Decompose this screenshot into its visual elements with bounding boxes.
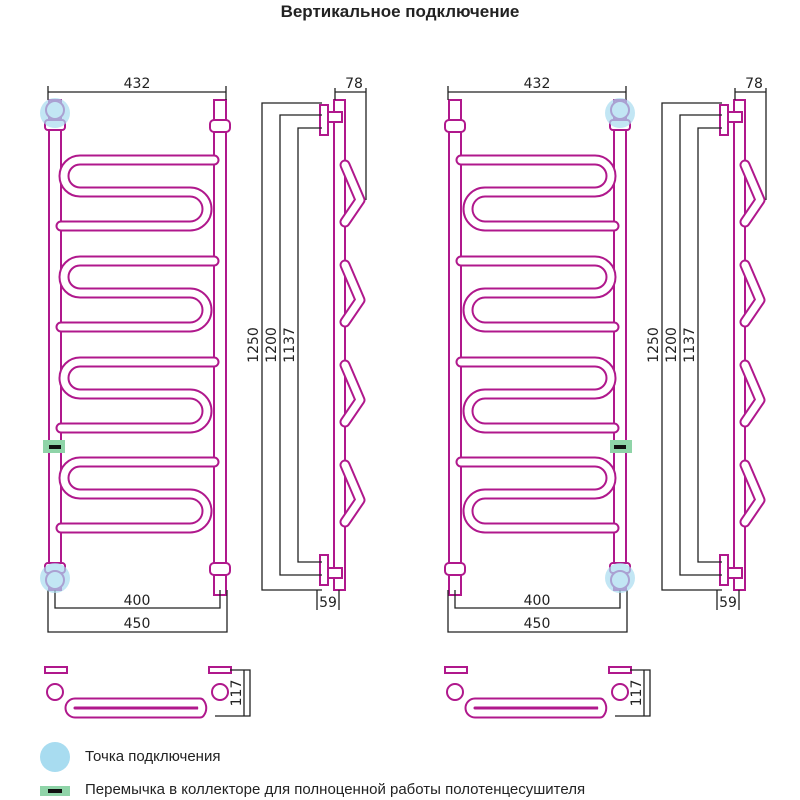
connection-point-icon [605, 98, 635, 128]
top-view-right [445, 667, 651, 716]
dim-height-3: 1137 [282, 327, 298, 363]
dim-width-bottom: 450 [524, 616, 551, 632]
connection-point-icon [40, 98, 70, 128]
legend-jumper: Перемычка в коллекторе для полноценной р… [85, 781, 586, 798]
dim-center-distance: 400 [124, 593, 151, 609]
jumper-mark [49, 445, 61, 449]
page-title: Вертикальное подключение [280, 2, 520, 21]
dim-width-top: 432 [124, 76, 151, 92]
legend-connection-point: Точка подключения [85, 748, 221, 765]
dim-width-top: 432 [524, 76, 551, 92]
dim-height-1: 1250 [246, 327, 262, 363]
front-view-left [45, 86, 230, 633]
dim-bracket-offset: 59 [319, 595, 337, 611]
connection-point-legend-icon [40, 742, 70, 772]
dim-bracket-offset: 59 [719, 595, 737, 611]
dim-width-bottom: 450 [124, 616, 151, 632]
dim-depth: 117 [629, 680, 645, 707]
dim-height-2: 1200 [664, 327, 680, 363]
connection-point-icon [605, 563, 635, 593]
dim-depth-top: 78 [345, 76, 363, 92]
front-view-right [445, 86, 630, 633]
jumper-legend-mark [48, 789, 62, 793]
dim-center-distance: 400 [524, 593, 551, 609]
dim-depth: 117 [229, 680, 245, 707]
dim-height-1: 1250 [646, 327, 662, 363]
dim-height-3: 1137 [682, 327, 698, 363]
dim-depth-top: 78 [745, 76, 763, 92]
top-view-left [45, 667, 231, 713]
connection-point-icon [40, 563, 70, 593]
dim-height-2: 1200 [264, 327, 280, 363]
jumper-mark [614, 445, 626, 449]
